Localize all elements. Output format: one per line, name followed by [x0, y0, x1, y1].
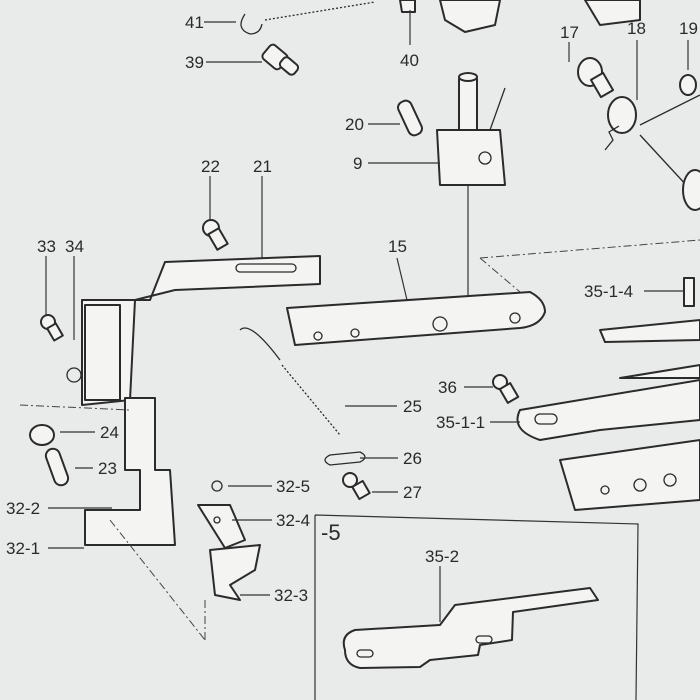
label-32-4: 32-4 — [276, 511, 310, 530]
spring-41 — [240, 1, 376, 35]
label-32-1: 32-1 — [6, 539, 40, 558]
label-33: 33 — [37, 237, 56, 256]
label-35-1-1: 35-1-1 — [436, 413, 485, 432]
label-35-1-4: 35-1-4 — [584, 282, 633, 301]
label-24: 24 — [100, 423, 119, 442]
screw-39 — [261, 43, 300, 76]
label-23: 23 — [98, 459, 117, 478]
screw-36 — [492, 374, 520, 404]
inset-box — [314, 514, 639, 700]
label-36: 36 — [438, 378, 457, 397]
parts-32 — [197, 480, 261, 601]
label-17: 17 — [560, 23, 579, 42]
label-22: 22 — [201, 157, 220, 176]
label-27: 27 — [403, 483, 422, 502]
label-20: 20 — [345, 115, 364, 134]
parts-23-24 — [29, 424, 70, 487]
label-26: 26 — [403, 449, 422, 468]
clip-26 — [324, 451, 366, 466]
label-39: 39 — [185, 53, 204, 72]
label-18: 18 — [627, 19, 646, 38]
leader-lines — [45, 10, 689, 622]
label-21: 21 — [253, 157, 272, 176]
label-32-5: 32-5 — [276, 477, 310, 496]
label-9: 9 — [353, 154, 362, 173]
label-15: 15 — [388, 237, 407, 256]
parts-17-18-19 — [577, 0, 700, 211]
bracket-21 — [66, 255, 321, 546]
spring-25 — [239, 327, 341, 436]
inset-label: -5 — [321, 520, 341, 545]
label-19: 19 — [679, 19, 698, 38]
part-9 — [436, 72, 506, 186]
assembly-35-1 — [516, 277, 700, 511]
screw-27 — [342, 472, 371, 501]
label-34: 34 — [65, 237, 84, 256]
label-32-2: 32-2 — [6, 499, 40, 518]
pin-20 — [397, 99, 423, 137]
part-40 — [399, 0, 501, 33]
label-40: 40 — [400, 51, 419, 70]
label-32-3: 32-3 — [274, 586, 308, 605]
plate-15 — [286, 291, 546, 346]
label-41: 41 — [185, 13, 204, 32]
label-25: 25 — [403, 397, 422, 416]
screw-22 — [202, 219, 229, 251]
label-35-2: 35-2 — [425, 547, 459, 566]
screw-33 — [40, 314, 64, 342]
